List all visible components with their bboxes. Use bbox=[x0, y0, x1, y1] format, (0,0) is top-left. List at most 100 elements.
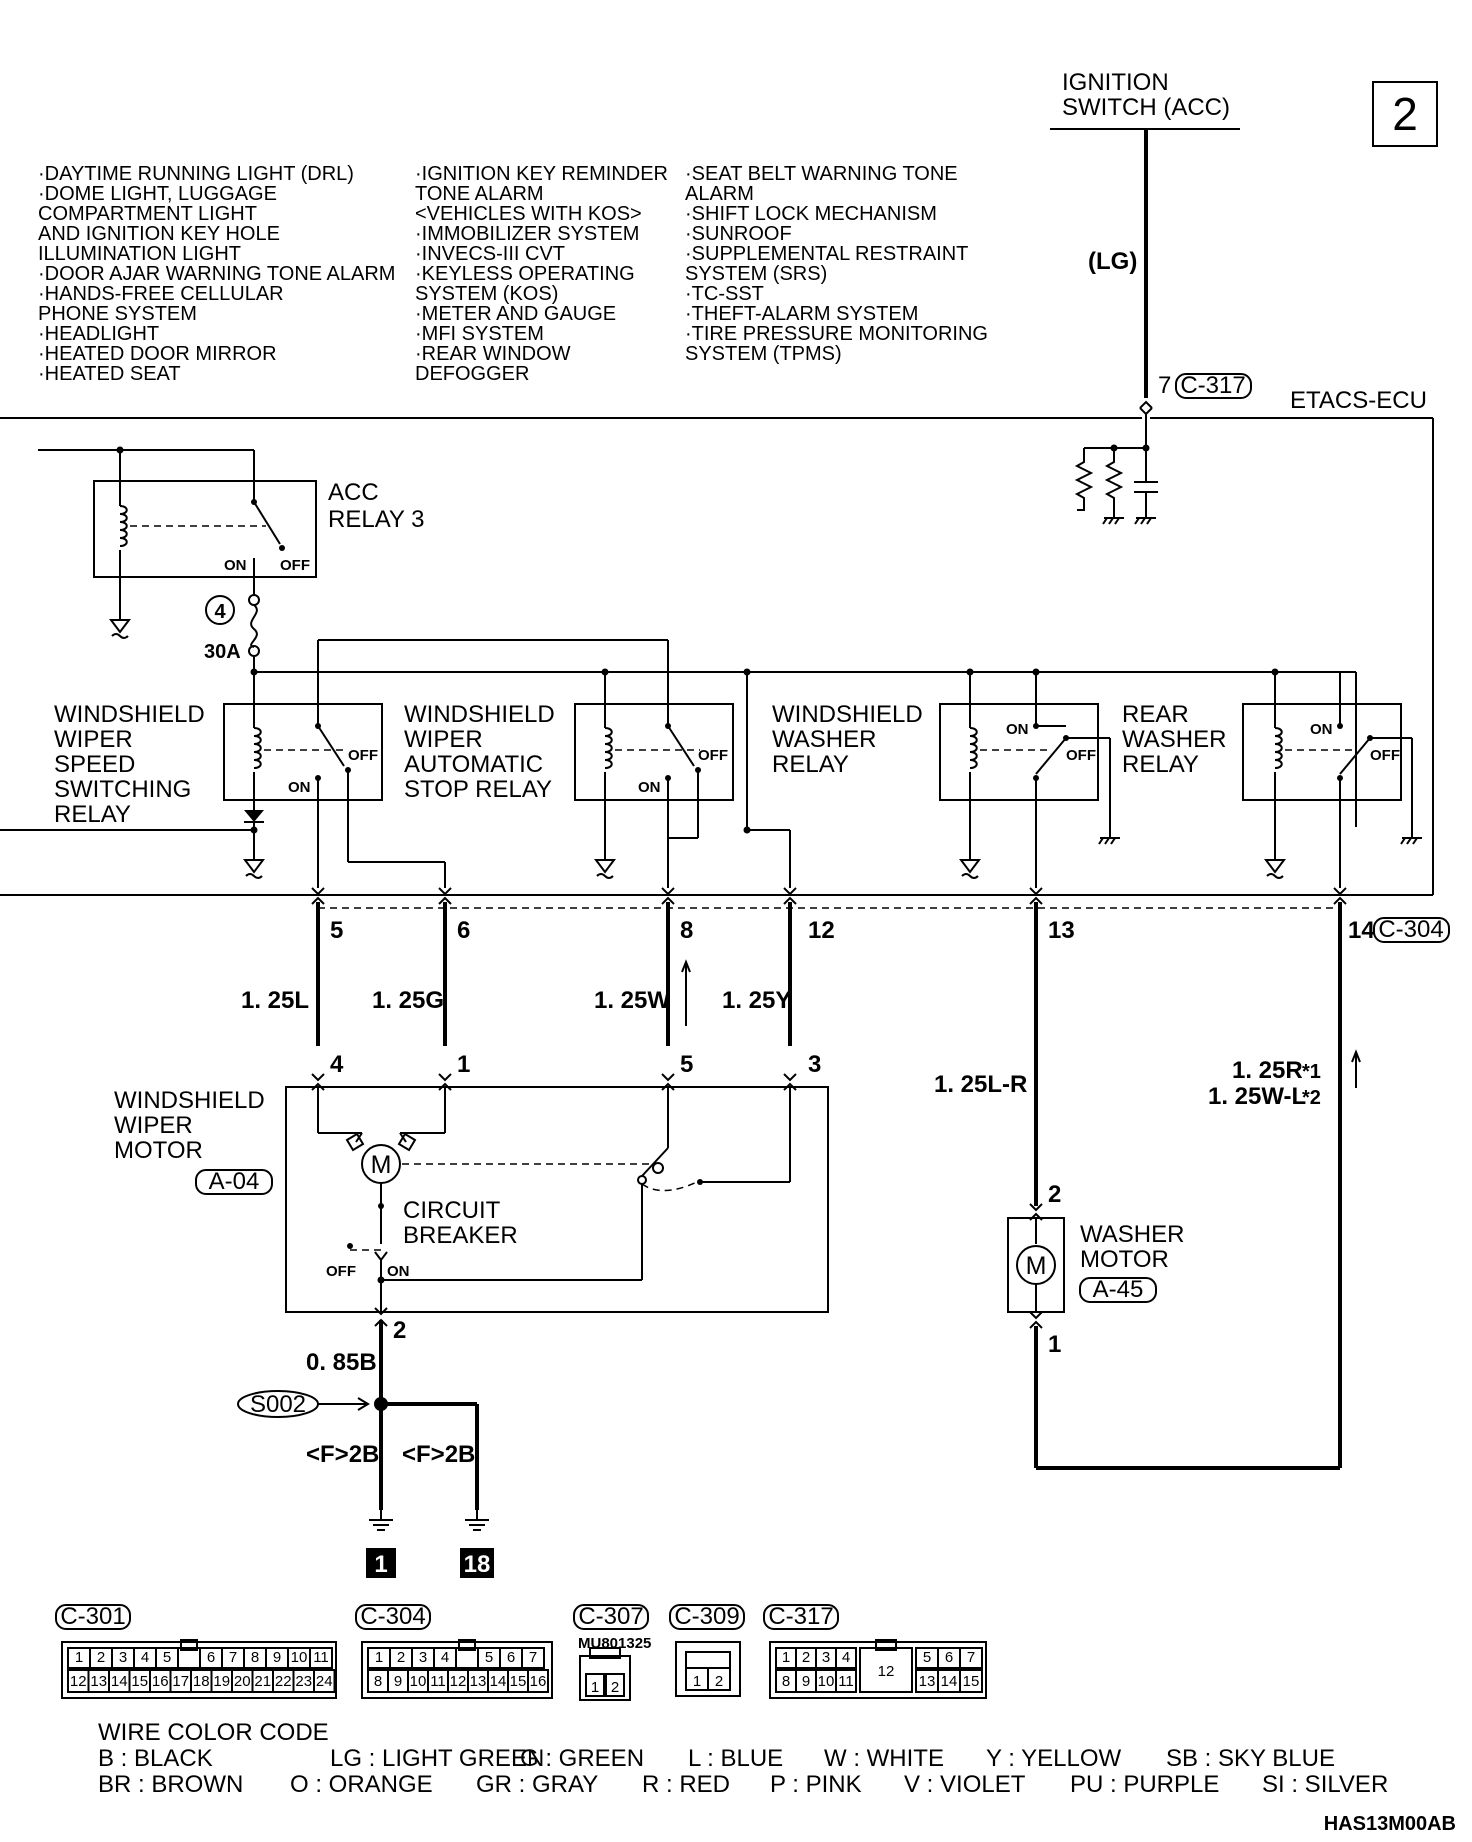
pin-cell: 2 bbox=[611, 1679, 619, 1696]
pin-label: 8 bbox=[680, 917, 693, 944]
connector-c307: C-307 MU801325 1 2 bbox=[573, 1603, 651, 1701]
splice-label: S002 bbox=[250, 1391, 306, 1418]
pin-label: 4 bbox=[330, 1051, 344, 1078]
pin-cell-box bbox=[959, 1647, 983, 1669]
pin-cell: 5 bbox=[485, 1649, 493, 1666]
pin-cell: 19 bbox=[213, 1673, 230, 1690]
pin-cell: 13 bbox=[470, 1673, 487, 1690]
pin-cell: 1 bbox=[375, 1649, 383, 1666]
relay-off: OFF bbox=[1066, 747, 1096, 764]
system-item: ·IGNITION KEY REMINDER bbox=[415, 163, 668, 185]
pin-cell: 14 bbox=[111, 1673, 128, 1690]
acc-relay-label-1: ACC bbox=[328, 479, 379, 506]
system-item: ·SHIFT LOCK MECHANISM bbox=[685, 203, 937, 225]
pin-cell: 6 bbox=[507, 1649, 515, 1666]
wire-label: <F>2B bbox=[402, 1441, 475, 1468]
pin-cell: 1 bbox=[591, 1679, 599, 1696]
system-item: ·HEADLIGHT bbox=[38, 323, 159, 345]
acc-relay-label-2: RELAY 3 bbox=[328, 506, 425, 533]
systems-column-2: ·IGNITION KEY REMINDER TONE ALARM <VEHIC… bbox=[415, 163, 668, 385]
wire-label: 1. 25L-R bbox=[934, 1071, 1027, 1098]
pin-cell: 10 bbox=[291, 1649, 308, 1666]
color-code-item: W : WHITE bbox=[824, 1745, 944, 1772]
pin-cell: 1 bbox=[782, 1649, 790, 1666]
connector-tag-c317: C-317 bbox=[1180, 372, 1245, 399]
connector-key bbox=[875, 1639, 897, 1651]
pin-cell: 14 bbox=[941, 1673, 958, 1690]
circuit-breaker-label-1: CIRCUIT bbox=[403, 1197, 501, 1224]
motor-symbol: M bbox=[1026, 1252, 1047, 1280]
system-item: ·DAYTIME RUNNING LIGHT (DRL) bbox=[38, 163, 354, 185]
pin-cell: 7 bbox=[529, 1649, 537, 1666]
pin-cell: 2 bbox=[97, 1649, 105, 1666]
ground-path: 0. 85B <F>2B <F>2B S002 1 18 bbox=[237, 1320, 494, 1578]
wire-label: 1. 25W-L bbox=[1208, 1083, 1306, 1110]
pin-cell-box bbox=[521, 1647, 545, 1669]
pin-cell-box bbox=[313, 1669, 336, 1693]
pin-label: 6 bbox=[457, 917, 470, 944]
wiper-motor-label-3: MOTOR bbox=[114, 1137, 203, 1164]
color-code-item: LG : LIGHT GREEN bbox=[330, 1745, 544, 1772]
document-code: HAS13M00AB bbox=[1324, 1813, 1456, 1835]
pin-cell: 11 bbox=[313, 1649, 329, 1666]
system-item: ·HANDS-FREE CELLULAR bbox=[38, 283, 284, 305]
windshield-washer-relay: ON OFF WINDSHIELD WASHER RELAY bbox=[772, 672, 1121, 888]
systems-column-3: ·SEAT BELT WARNING TONE ALARM ·SHIFT LOC… bbox=[685, 163, 988, 365]
etacs-ecu: ETACS-ECU 7 C-317 bbox=[0, 372, 1434, 896]
system-item: PHONE SYSTEM bbox=[38, 303, 197, 325]
system-item: SYSTEM (KOS) bbox=[415, 283, 558, 305]
wire-note: *2 bbox=[1302, 1087, 1321, 1109]
wire-label: 1. 25R bbox=[1232, 1057, 1303, 1084]
ignition-switch-label-2: SWITCH (ACC) bbox=[1062, 94, 1230, 121]
relay-label: WINDSHIELD bbox=[404, 701, 555, 728]
connector-key bbox=[458, 1639, 476, 1651]
pin-cell: 2 bbox=[715, 1673, 723, 1690]
pin-label: 1 bbox=[457, 1051, 470, 1078]
pin-cell: 9 bbox=[273, 1649, 281, 1666]
pin-cell: 3 bbox=[419, 1649, 427, 1666]
color-code-item: BR : BROWN bbox=[98, 1771, 243, 1798]
pin-cell: 14 bbox=[490, 1673, 507, 1690]
system-item: ·KEYLESS OPERATING bbox=[415, 263, 635, 285]
pin-label: 5 bbox=[330, 917, 343, 944]
pin-cell-box bbox=[527, 1669, 549, 1693]
system-item: <VEHICLES WITH KOS> bbox=[415, 203, 642, 225]
ignition-switch-label-1: IGNITION bbox=[1062, 69, 1169, 96]
relay-on: ON bbox=[288, 779, 311, 796]
wire-label: 0. 85B bbox=[306, 1349, 377, 1376]
ground-point-1: 1 bbox=[374, 1551, 387, 1578]
system-item: SYSTEM (TPMS) bbox=[685, 343, 842, 365]
ecu-label: ETACS-ECU bbox=[1290, 387, 1427, 414]
system-item: SYSTEM (SRS) bbox=[685, 263, 827, 285]
relay-off: OFF bbox=[1370, 747, 1400, 764]
pin-label: 13 bbox=[1048, 917, 1075, 944]
wire-label: <F>2B bbox=[306, 1441, 379, 1468]
pin-cell: 5 bbox=[163, 1649, 171, 1666]
color-code-item: GR : GRAY bbox=[476, 1771, 598, 1798]
color-code-item: V : VIOLET bbox=[904, 1771, 1026, 1798]
acc-relay-3: ON OFF ACC RELAY 3 4 30A bbox=[38, 446, 425, 672]
pin-label: 12 bbox=[808, 917, 835, 944]
pin-cell: 12 bbox=[878, 1663, 895, 1680]
relay-label: SWITCHING bbox=[54, 776, 191, 803]
pin-label: 14 bbox=[1348, 917, 1375, 944]
wire-label: 1. 25L bbox=[241, 987, 309, 1014]
system-item: ·METER AND GAUGE bbox=[415, 303, 616, 325]
color-code-item: R : RED bbox=[642, 1771, 730, 1798]
pin-cell: 1 bbox=[75, 1649, 83, 1666]
windshield-wiper-motor: 4 1 5 3 M OFF ON CIRCUIT BRE bbox=[114, 1051, 829, 1344]
washer-motor-label-2: MOTOR bbox=[1080, 1246, 1169, 1273]
pin-cell-box bbox=[309, 1647, 333, 1669]
system-item: ·DOOR AJAR WARNING TONE ALARM bbox=[38, 263, 395, 285]
page-number-box: 2 bbox=[1372, 81, 1438, 147]
color-code-item: Y : YELLOW bbox=[986, 1745, 1122, 1772]
pin-cell: 23 bbox=[295, 1673, 312, 1690]
relay-label: AUTOMATIC bbox=[404, 751, 543, 778]
pin-cell: 6 bbox=[945, 1649, 953, 1666]
pin-cell: 12 bbox=[450, 1673, 467, 1690]
pin-cell: 16 bbox=[530, 1673, 547, 1690]
pin-cell: 13 bbox=[919, 1673, 936, 1690]
